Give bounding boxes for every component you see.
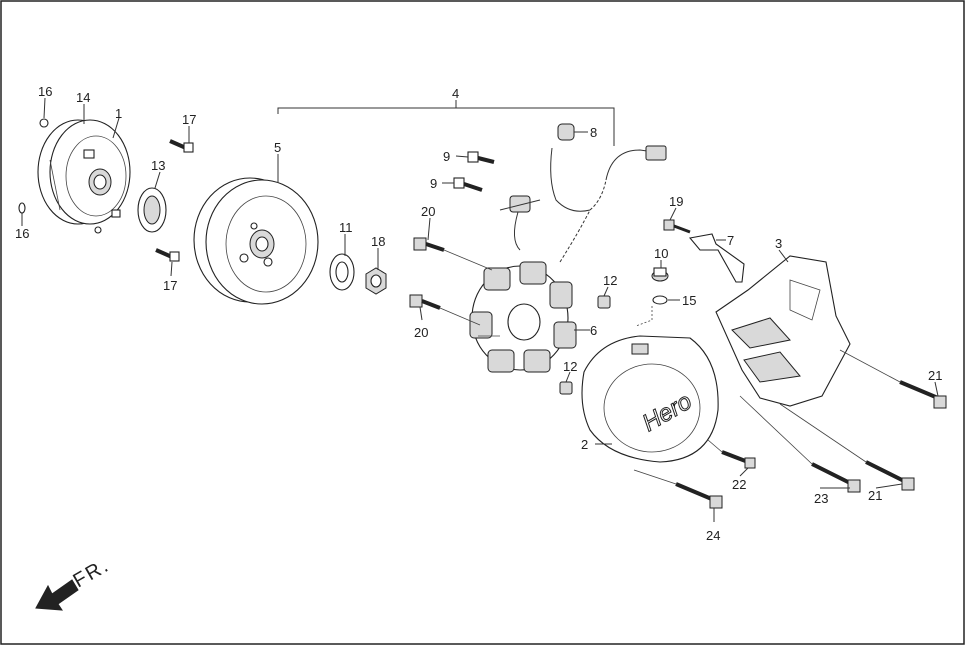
- part-crankcase-cover: Hero: [581, 335, 719, 463]
- front-direction-indicator: FR.: [35, 554, 114, 611]
- callout-21-bottom: 21: [868, 488, 882, 503]
- callout-3: 3: [775, 236, 782, 251]
- part-dowel-12-top: [597, 295, 611, 309]
- part-bolt-17-bottom: [155, 248, 180, 262]
- part-bolt-9-top: [467, 151, 495, 164]
- callout-labels: 16 14 1 16 17 13 17 5 4 11 18 8 9 9 20 2…: [15, 84, 942, 543]
- callout-20-bottom: 20: [414, 325, 428, 340]
- callout-21-top: 21: [928, 368, 942, 383]
- callout-12-top: 12: [603, 273, 617, 288]
- callout-9-top: 9: [443, 149, 450, 164]
- part-flywheel-rotor: [193, 177, 319, 305]
- callout-leader-lines: [21, 97, 939, 522]
- part-pulser-wire-harness: [499, 145, 667, 263]
- callout-13: 13: [151, 158, 165, 173]
- callout-4: 4: [452, 86, 459, 101]
- direction-label: FR.: [70, 554, 114, 592]
- callout-19: 19: [669, 194, 683, 209]
- part-bolt-21-top: [899, 380, 947, 409]
- callout-8: 8: [590, 125, 597, 140]
- callout-16-bottom: 16: [15, 226, 29, 241]
- part-bolt-23: [811, 462, 861, 493]
- part-bolt-24: [675, 482, 723, 509]
- callout-12-bottom: 12: [563, 359, 577, 374]
- part-washer-11: [329, 253, 355, 291]
- callout-7: 7: [727, 233, 734, 248]
- part-bolt-22: [721, 450, 756, 469]
- callout-22: 22: [732, 477, 746, 492]
- part-o-ring-15: [652, 295, 668, 305]
- part-bolt-20-bottom: [409, 294, 441, 310]
- part-o-ring-16-bottom: [18, 202, 26, 214]
- callout-17-top: 17: [182, 112, 196, 127]
- part-cooling-shroud: [715, 255, 851, 407]
- part-grommet-8: [557, 123, 575, 141]
- part-o-ring-16-top: [39, 118, 49, 128]
- part-bolt-9-bottom: [453, 177, 483, 192]
- callout-23: 23: [814, 491, 828, 506]
- part-oil-filler-cap-10: [651, 267, 669, 282]
- part-nut-18: [365, 267, 387, 295]
- callout-14: 14: [76, 90, 90, 105]
- part-stator: [469, 261, 577, 373]
- callout-1: 1: [115, 106, 122, 121]
- callout-17-bottom: 17: [163, 278, 177, 293]
- callout-9-bottom: 9: [430, 176, 437, 191]
- callout-6: 6: [590, 323, 597, 338]
- callout-2: 2: [581, 437, 588, 452]
- front-arrow-icon: [35, 579, 79, 611]
- part-bolt-19: [663, 219, 691, 234]
- callout-5: 5: [274, 140, 281, 155]
- part-bracket-7: [688, 233, 745, 283]
- callout-18: 18: [371, 234, 385, 249]
- callout-24: 24: [706, 528, 720, 543]
- part-dowel-12-bottom: [559, 381, 573, 395]
- callout-10: 10: [654, 246, 668, 261]
- part-seal-13: [137, 187, 167, 233]
- callout-16-top: 16: [38, 84, 52, 99]
- callout-11: 11: [339, 220, 353, 235]
- callout-20-top: 20: [421, 204, 435, 219]
- part-starter-cover: [37, 119, 131, 234]
- part-bolt-20-top: [413, 237, 445, 252]
- part-bolt-17-top: [169, 139, 194, 153]
- callout-15: 15: [682, 293, 696, 308]
